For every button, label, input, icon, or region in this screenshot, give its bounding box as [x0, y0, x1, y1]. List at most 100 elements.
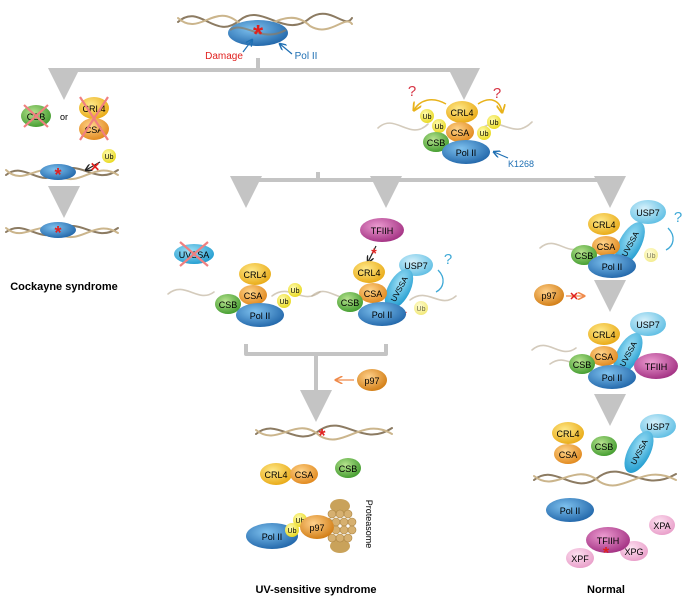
- pol2-oval-cs1: [40, 164, 76, 180]
- svg-text:CSA: CSA: [364, 289, 383, 299]
- ubiquitination-complex: ? ? CRL4 Ub Ub Ub Ub CSA CSB Pol II K126…: [408, 83, 534, 169]
- connector-mid-branch: [244, 172, 610, 192]
- uvss-center-complex: TFIIH * USP7 ? UVSSA * CRL4 CSA Ub CSB P…: [337, 218, 452, 326]
- csa-blob: [79, 118, 109, 140]
- svg-text:CRL4: CRL4: [556, 429, 579, 439]
- svg-text:Pol II: Pol II: [372, 310, 393, 320]
- damage-label: Damage: [205, 51, 243, 62]
- uvssa-blob-center: [384, 268, 414, 310]
- svg-text:CRL4: CRL4: [264, 470, 287, 480]
- svg-text:CRL4: CRL4: [592, 220, 615, 230]
- dna-uvss-bottom: [255, 424, 393, 441]
- svg-text:Pol II: Pol II: [560, 506, 581, 516]
- svg-text:CSA: CSA: [597, 242, 616, 252]
- svg-text:Ub: Ub: [280, 299, 289, 306]
- svg-text:*: *: [54, 223, 61, 243]
- dna-ubq: [377, 121, 533, 131]
- connector-top: [62, 58, 464, 84]
- svg-text:CRL4: CRL4: [592, 330, 615, 340]
- svg-text:*: *: [371, 245, 377, 261]
- svg-text:Pol II: Pol II: [602, 373, 623, 383]
- svg-text:Ub: Ub: [291, 288, 300, 295]
- proteasome-label: Proteasome: [364, 500, 374, 549]
- svg-text:Pol II: Pol II: [262, 532, 283, 542]
- csb-cross: [23, 104, 49, 128]
- svg-text:CSB: CSB: [341, 298, 360, 308]
- uvss-label: UV-sensitive syndrome: [255, 584, 376, 596]
- tfiih-blob-center: [360, 218, 404, 242]
- svg-text:CSB: CSB: [595, 442, 614, 452]
- question-normal: ?: [674, 209, 682, 226]
- uvss-bottom: p97 * CRL4 CSA CSB Proteasome Pol II Ub …: [246, 369, 387, 596]
- svg-text:Ub: Ub: [423, 114, 432, 121]
- svg-text:Ub: Ub: [647, 253, 656, 260]
- svg-text:CSB: CSB: [427, 138, 446, 148]
- svg-text:Ub: Ub: [417, 306, 426, 313]
- pol2-arrow: [280, 44, 293, 55]
- pol2-blob-ubq: [442, 140, 490, 164]
- svg-text:CSB: CSB: [219, 300, 238, 310]
- ub-cs1: [102, 149, 116, 163]
- svg-text:CSA: CSA: [595, 352, 614, 362]
- svg-text:*: *: [318, 426, 325, 446]
- svg-text:✕: ✕: [569, 291, 578, 303]
- cockayne-label: Cockayne syndrome: [10, 281, 118, 293]
- dna-normal-bottom: [533, 470, 677, 487]
- svg-text:p97: p97: [309, 523, 324, 533]
- question-right: ?: [493, 85, 501, 102]
- pol2-oval-cs2: [40, 222, 76, 238]
- csa-blob-ubq: [446, 122, 474, 142]
- svg-text:*: *: [603, 545, 610, 562]
- svg-text:USP7: USP7: [636, 320, 660, 330]
- svg-text:Ub: Ub: [480, 131, 489, 138]
- damage-asterisk: *: [253, 19, 264, 49]
- svg-text:TFIIH: TFIIH: [645, 362, 668, 372]
- arc-right: [477, 99, 502, 112]
- svg-text:Pol II: Pol II: [456, 148, 477, 158]
- svg-text:✕: ✕: [90, 160, 100, 174]
- cockayne-branch: CSB or CRL4 CSA * Ub ✕ * Cockayne syndro…: [10, 96, 118, 293]
- connectors: [48, 58, 610, 410]
- svg-text:CSA: CSA: [85, 125, 104, 135]
- connector-uvss-join: [244, 344, 388, 406]
- ub-block-arrow: [86, 161, 101, 170]
- uvss-left-complex: UVSSA CRL4 CSA Ub Ub CSB Pol II: [174, 241, 302, 327]
- arc-left: [414, 98, 447, 110]
- p97-blob-uvss: [357, 369, 387, 391]
- p97-blob-normal: [534, 284, 564, 306]
- svg-text:CSA: CSA: [295, 470, 314, 480]
- csb-blob-ubq: [423, 132, 449, 152]
- svg-text:CSA: CSA: [244, 291, 263, 301]
- svg-text:CRL4: CRL4: [82, 104, 105, 114]
- svg-text:Pol II: Pol II: [602, 262, 623, 272]
- svg-text:CRL4: CRL4: [357, 268, 380, 278]
- question-left: ?: [408, 83, 416, 100]
- svg-text:USP7: USP7: [646, 422, 670, 432]
- k1268-arrow: [494, 152, 509, 159]
- svg-text:TFIIH: TFIIH: [597, 536, 620, 546]
- svg-text:CSA: CSA: [451, 128, 470, 138]
- uvssa-cross: [179, 241, 209, 267]
- damage-arrow: [242, 40, 252, 53]
- crl4-csa-cross: [79, 96, 109, 141]
- svg-text:USP7: USP7: [636, 208, 660, 218]
- svg-text:USP7: USP7: [404, 261, 428, 271]
- or-text: or: [60, 112, 68, 122]
- dna-through-pol2: [229, 26, 287, 36]
- svg-text:p97: p97: [541, 291, 556, 301]
- svg-text:CSB: CSB: [575, 251, 594, 261]
- top-complex: * Damage Pol II: [205, 19, 317, 62]
- normal-label: Normal: [587, 584, 625, 596]
- k1268-label: K1268: [508, 159, 534, 169]
- svg-text:CRL4: CRL4: [243, 270, 266, 280]
- svg-text:*: *: [54, 165, 61, 185]
- svg-text:XPA: XPA: [653, 521, 670, 531]
- svg-text:Ub: Ub: [435, 124, 444, 131]
- svg-text:Pol II: Pol II: [250, 311, 271, 321]
- pol2-label: Pol II: [295, 51, 318, 62]
- normal-dissociated: CRL4 CSA CSB USP7 UVSSA Pol II XPA XPF X…: [546, 414, 676, 596]
- svg-text:CSA: CSA: [559, 450, 578, 460]
- svg-text:Ub: Ub: [105, 154, 114, 161]
